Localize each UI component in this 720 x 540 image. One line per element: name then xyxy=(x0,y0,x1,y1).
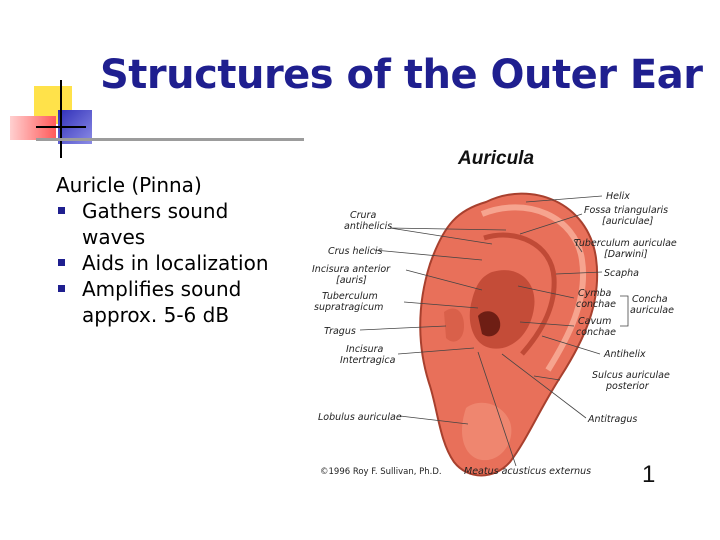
deco-red-square xyxy=(10,116,56,140)
label-incisura-intertragica: Incisura xyxy=(346,344,384,355)
leader-line xyxy=(359,325,447,331)
label-meatus: Meatus acusticus externus xyxy=(464,466,591,477)
label-tuberculum-auriculae: [Darwini] xyxy=(604,249,648,260)
ear-diagram-svg: Auricula xyxy=(306,140,680,492)
label-fossa: Fossa triangularis xyxy=(584,205,668,216)
title-divider xyxy=(36,138,304,141)
label-tuberculum-supra: supratragicum xyxy=(314,302,383,313)
leader-line xyxy=(477,351,517,467)
concha-bracket xyxy=(620,295,629,327)
bullet-list: Auricle (Pinna) Gathers sound waves Aids… xyxy=(56,172,296,328)
ear-antihelix xyxy=(483,232,557,356)
label-tragus: Tragus xyxy=(324,326,356,337)
leader-line xyxy=(397,347,475,355)
label-helix: Helix xyxy=(606,191,630,202)
right-labels: Helix Fossa triangularis [auriculae] Tub… xyxy=(574,191,677,425)
label-incisura-intertragica: Intertragica xyxy=(340,355,396,366)
leader-lines xyxy=(359,195,629,467)
corner-decoration xyxy=(0,0,100,165)
figure-title: Auricula xyxy=(457,148,534,169)
bullet-text: Amplifies sound approx. 5-6 dB xyxy=(82,277,242,327)
figure-copyright: ©1996 Roy F. Sullivan, Ph.D. xyxy=(320,467,442,477)
leader-line xyxy=(403,301,479,309)
label-antitragus: Antitragus xyxy=(587,414,637,425)
leader-line xyxy=(517,285,575,299)
leader-line xyxy=(541,335,601,355)
figure-number: 1 xyxy=(642,461,655,488)
leader-line xyxy=(399,415,469,425)
label-lobulus: Lobulus auriculae xyxy=(318,412,402,423)
leader-line xyxy=(555,271,603,275)
left-labels: Crura antihelicis Crus helicis Incisura … xyxy=(312,210,402,423)
label-tuberculum-supra: Tuberculum xyxy=(322,291,378,302)
bullet-text: Gathers sound waves xyxy=(82,199,229,249)
label-concha: Concha xyxy=(632,294,668,305)
leader-line xyxy=(405,269,483,291)
leader-line xyxy=(389,227,507,231)
label-tuberculum-auriculae: Tuberculum auriculae xyxy=(574,238,677,249)
ear-tragus xyxy=(444,308,464,342)
leader-line xyxy=(533,375,561,381)
label-cavum: Cavum xyxy=(578,316,611,327)
label-incisura-anterior: Incisura anterior xyxy=(312,264,391,275)
label-cavum: conchae xyxy=(576,327,616,338)
label-concha: auriculae xyxy=(630,305,674,316)
ear-canal xyxy=(478,311,501,337)
label-crus-helicis: Crus helicis xyxy=(328,246,383,257)
deco-horizontal-line xyxy=(36,126,86,128)
leader-line xyxy=(389,227,493,245)
leader-line xyxy=(573,239,583,253)
ear-diagram: Auricula xyxy=(306,140,680,492)
bullet-item: Aids in localization xyxy=(56,250,296,276)
ear-illustration xyxy=(419,192,599,477)
label-scapha: Scapha xyxy=(604,268,639,279)
deco-vertical-line xyxy=(60,80,62,158)
label-cymba: Cymba xyxy=(578,288,612,299)
label-crura: Crura xyxy=(350,210,376,221)
label-antihelix: Antihelix xyxy=(603,349,646,360)
ear-helix-rim xyxy=(480,204,586,372)
label-incisura-anterior: [auris] xyxy=(336,275,367,286)
bullet-square-icon xyxy=(58,207,65,214)
leader-line xyxy=(525,195,603,203)
bullet-square-icon xyxy=(58,259,65,266)
ear-lobe xyxy=(461,402,512,461)
slide-title: Structures of the Outer Ear xyxy=(100,52,703,98)
label-sulcus: Sulcus auriculae xyxy=(592,370,670,381)
leader-line xyxy=(501,353,587,419)
label-sulcus: posterior xyxy=(605,381,650,392)
leader-line xyxy=(519,321,575,327)
leader-line xyxy=(373,249,483,261)
label-cymba: conchae xyxy=(576,299,616,310)
bullet-square-icon xyxy=(58,285,65,292)
leader-line xyxy=(519,213,583,235)
bullet-heading: Auricle (Pinna) xyxy=(56,173,202,197)
bullet-item: Amplifies sound approx. 5-6 dB xyxy=(56,276,296,328)
bullet-text: Aids in localization xyxy=(82,251,269,275)
label-fossa: [auriculae] xyxy=(602,216,654,227)
bullet-item: Gathers sound waves xyxy=(56,198,296,250)
label-crura: antihelicis xyxy=(344,221,392,232)
